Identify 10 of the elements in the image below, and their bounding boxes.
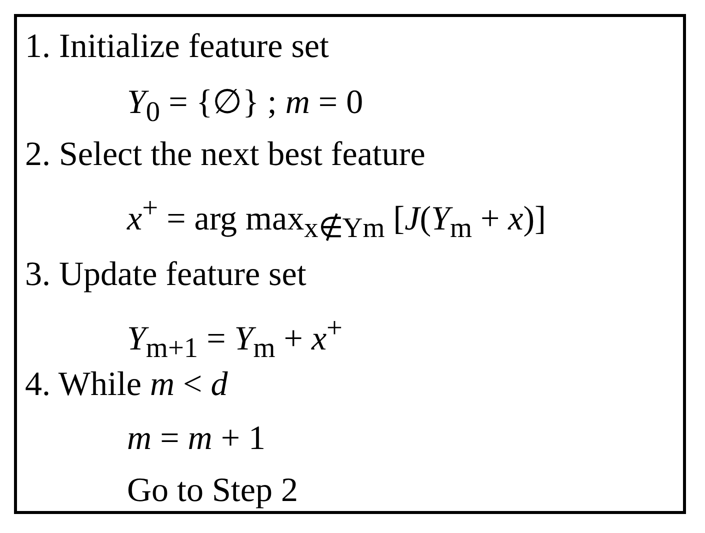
formula-text: Y$_{m+1}$ = Y$_{m}$ + x$^{+}$ [127,312,343,366]
algorithm-box [14,14,686,514]
step-text: 4. While m < d [25,365,228,405]
formula-text: m = m + 1 [127,419,266,459]
formula-text: Y$_{0}$ = {∅} ; m = 0 [127,83,364,130]
step-text: 1. Initialize feature set [25,27,329,67]
formula-text: x$^{+}$ = arg max$_{x∉Ym}$ [J(Y$_{m}$ + x)] [127,192,546,246]
step-text: 3. Update feature set [25,255,306,295]
step-text: Go to Step 2 [127,471,298,511]
step-text: 2. Select the next best feature [25,135,426,175]
